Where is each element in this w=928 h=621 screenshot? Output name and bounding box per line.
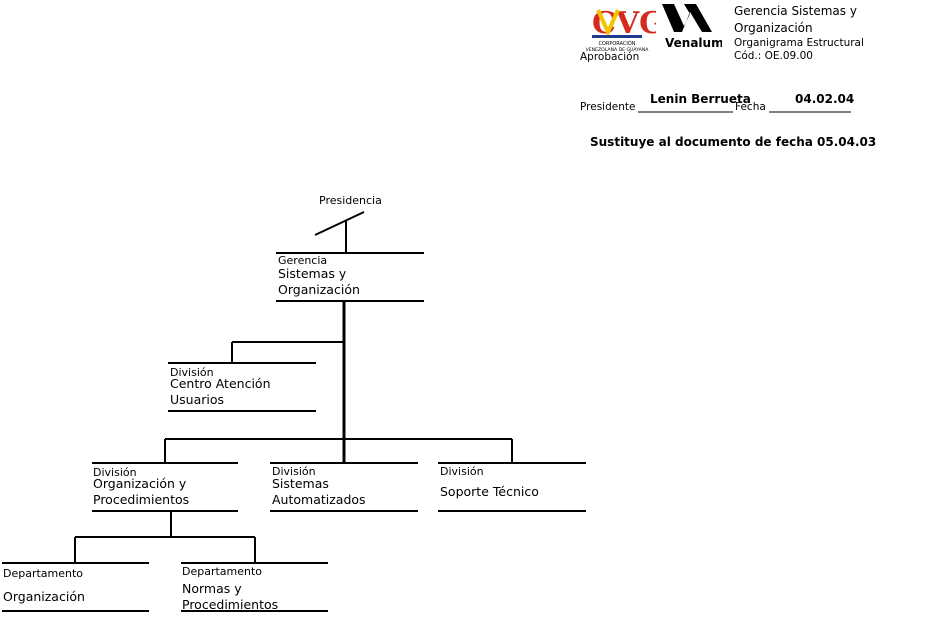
node-dep-normas-line1: Normas y bbox=[182, 581, 242, 596]
presidente-label: Presidente bbox=[580, 101, 636, 113]
node-presidencia: Presidencia bbox=[319, 194, 382, 207]
node-div-orgproc-type: División bbox=[93, 466, 137, 479]
doc-code: Cód.: OE.09.00 bbox=[734, 50, 813, 62]
node-gerencia-type: Gerencia bbox=[278, 254, 328, 267]
node-dep-org-line1: Organización bbox=[3, 589, 85, 604]
node-div-soporte-line1: Soporte Técnico bbox=[440, 484, 539, 499]
venalum-logo: Venalum bbox=[660, 2, 724, 52]
cvg-caption-2: VENEZOLANA DE GUAYANA bbox=[586, 47, 650, 53]
doc-type: Organigrama Estructural bbox=[734, 37, 864, 49]
node-dep-org-type: Departamento bbox=[3, 567, 84, 580]
node-dep-normas-type: Departamento bbox=[182, 565, 263, 578]
aprobacion-label: Aprobación bbox=[580, 51, 640, 63]
fecha-label: Fecha bbox=[735, 101, 766, 113]
node-div-centro-line1: Centro Atención bbox=[170, 376, 271, 391]
presidente-name: Lenin Berrueta bbox=[650, 92, 751, 106]
node-gerencia-line1: Sistemas y bbox=[278, 266, 347, 281]
node-div-centro-type: División bbox=[170, 366, 214, 379]
node-div-orgproc-line2: Procedimientos bbox=[93, 492, 190, 507]
venalum-mark-icon: Venalum bbox=[662, 4, 724, 50]
cvg-logo: CVG CORPORACIÓN VENEZOLANA DE GUAYANA bbox=[578, 2, 665, 54]
node-div-sistemas-type: División bbox=[272, 465, 316, 478]
sustituye-note: Sustituye al documento de fecha 05.04.03 bbox=[590, 135, 877, 149]
node-div-centro-line2: Usuarios bbox=[170, 392, 225, 407]
dept-title-line2: Organización bbox=[734, 21, 813, 35]
node-gerencia-line2: Organización bbox=[278, 282, 360, 297]
node-dep-normas-line2: Procedimientos bbox=[182, 597, 279, 612]
node-div-sistemas-line1: Sistemas bbox=[272, 476, 329, 491]
dept-title-line1: Gerencia Sistemas y bbox=[734, 4, 857, 18]
node-div-soporte-type: División bbox=[440, 465, 484, 478]
venalum-logo-text: Venalum bbox=[665, 36, 722, 50]
node-div-orgproc-line1: Organización y bbox=[93, 476, 187, 491]
node-div-sistemas-line2: Automatizados bbox=[272, 492, 366, 507]
fecha-value: 04.02.04 bbox=[795, 92, 855, 106]
cvg-caption-1: CORPORACIÓN bbox=[598, 40, 635, 47]
